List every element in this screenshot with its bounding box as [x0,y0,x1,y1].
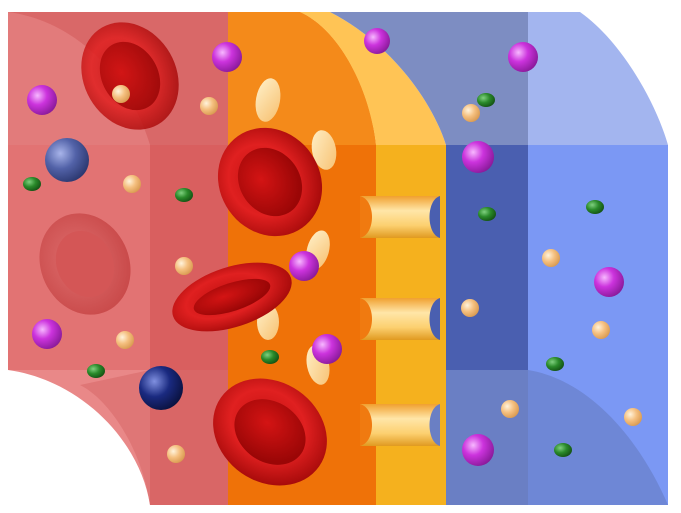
green-particle [586,200,604,214]
magenta-particle [462,434,494,466]
membrane-pore [360,404,440,446]
red-blood-cell [213,378,327,486]
magenta-particle [27,85,57,115]
magenta-particles [27,28,624,466]
membrane-pores [360,196,440,446]
magenta-particle [462,141,494,173]
peach-particle [200,97,218,115]
green-particles [23,93,604,457]
green-particle [87,364,105,378]
blue-particle [45,138,89,182]
green-particle [175,188,193,202]
green-particle [261,350,279,364]
peach-particle [112,85,130,103]
membrane-pore [360,196,440,238]
magenta-particle [289,251,319,281]
magenta-particle [32,319,62,349]
magenta-particle [364,28,390,54]
green-particle [23,177,41,191]
peach-particle [175,257,193,275]
peach-particle [116,331,134,349]
green-particle [554,443,572,457]
red-blood-cell [172,262,292,332]
peach-particle [123,175,141,193]
fenestration [311,130,337,170]
peach-particle [167,445,185,463]
peach-particle [592,321,610,339]
fenestration [255,78,281,122]
peach-particle [461,299,479,317]
green-particle [546,357,564,371]
red-blood-cell [39,213,131,315]
magenta-particle [212,42,242,72]
peach-particle [501,400,519,418]
peach-particles [112,85,642,463]
red-blood-cell [217,127,323,237]
blue-particle [139,366,183,410]
cutaway-corner [0,370,150,513]
magenta-particle [594,267,624,297]
membrane-pore [360,298,440,340]
green-particle [477,93,495,107]
magenta-particle [312,334,342,364]
green-particle [478,207,496,221]
peach-particle [462,104,480,122]
peach-particle [542,249,560,267]
magenta-particle [508,42,538,72]
peach-particle [624,408,642,426]
